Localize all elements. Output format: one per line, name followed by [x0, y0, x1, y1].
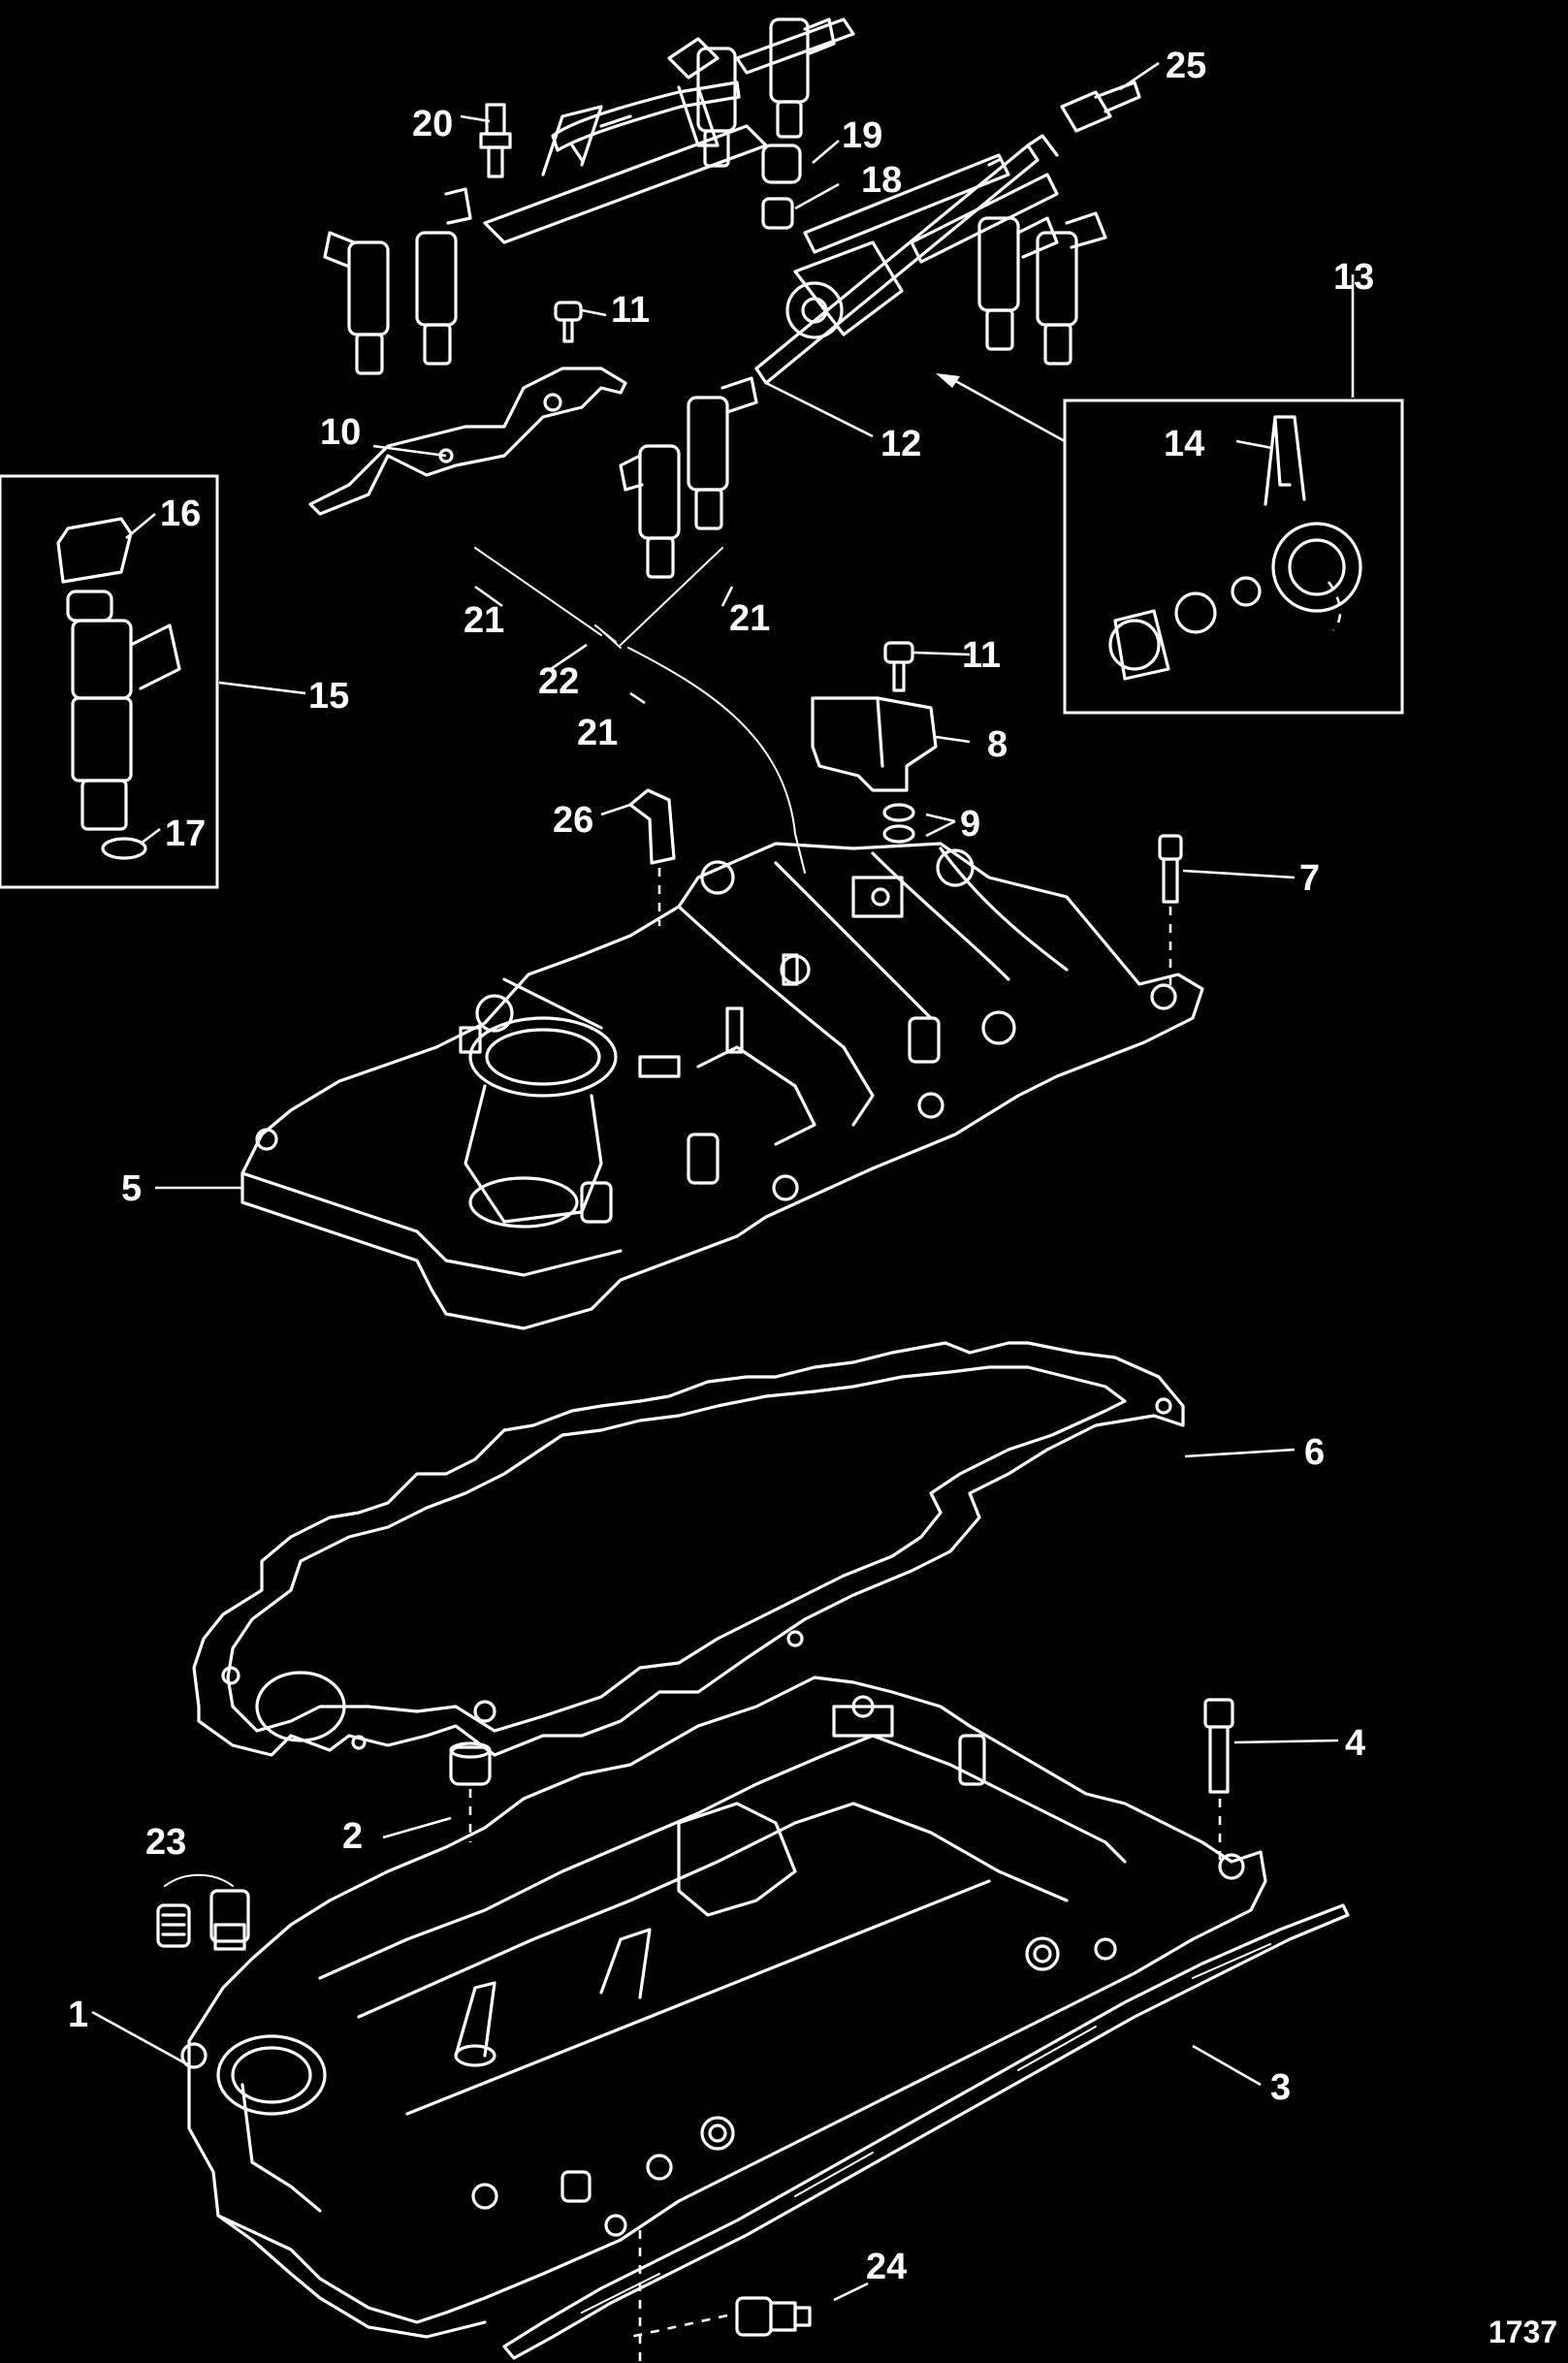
callout-25: 25: [1166, 46, 1206, 86]
leader-lines: [91, 61, 1355, 2302]
detail-box-13: [1063, 399, 1404, 715]
callout-23: 23: [145, 1822, 186, 1863]
rail-injector-top-1: [696, 47, 737, 168]
sensor-24-guide: [629, 2314, 728, 2339]
rail-injector-left-1: [323, 231, 390, 375]
callout-labels: 25 20 19 18 11 13 10 12 14 16 21 21 11 2…: [68, 46, 1557, 2349]
gasket-strip-3: [502, 1903, 1350, 2360]
rail-injector-front-2: [687, 376, 758, 530]
seal-9-upper: [882, 803, 915, 822]
callout-8: 8: [987, 724, 1008, 765]
callout-22: 22: [538, 661, 579, 702]
fittings-23: [156, 1873, 250, 1951]
callout-1: 1: [68, 1995, 88, 2035]
callout-20: 20: [412, 104, 453, 144]
seal-19: [761, 144, 802, 184]
rail-injector-left-2: [415, 187, 472, 366]
map-sensor-8: [811, 696, 938, 792]
callout-26: 26: [553, 800, 593, 841]
callout-24: 24: [866, 2247, 907, 2287]
screw-11-lower: [883, 641, 914, 692]
figure-number: 1737: [1488, 2315, 1557, 2349]
callout-4: 4: [1345, 1723, 1365, 1764]
callout-9: 9: [960, 804, 980, 845]
callout-17: 17: [165, 814, 206, 854]
callout-7: 7: [1299, 858, 1320, 899]
bolt-7: [1158, 834, 1183, 904]
callout-10: 10: [320, 412, 361, 453]
sensor-24: [735, 2296, 812, 2337]
rail-injector-right-1: [977, 216, 1059, 351]
seal-18: [761, 197, 794, 230]
fuel-rail-assembly: [323, 17, 1141, 579]
callout-13: 13: [1333, 257, 1374, 298]
callout-14: 14: [1164, 424, 1204, 464]
callout-18: 18: [861, 160, 902, 201]
callout-12: 12: [880, 424, 921, 464]
plug-2: [449, 1741, 492, 1786]
manifold-gasket-6: [192, 1341, 1185, 1757]
callout-11-lower: 11: [962, 635, 1001, 676]
harness-wires: [474, 547, 806, 874]
callout-11-upper: 11: [611, 290, 650, 331]
callout-6: 6: [1304, 1432, 1325, 1473]
bolt-4: [1203, 1698, 1234, 1794]
callout-21-left: 21: [464, 600, 504, 641]
rail-injector-front-1: [619, 444, 681, 579]
callout-2: 2: [342, 1816, 363, 1857]
callout-21-bottom: 21: [577, 713, 618, 753]
screw-11-upper: [554, 301, 583, 343]
rail-injector-right-2: [1036, 211, 1107, 366]
seal-9-lower: [882, 824, 915, 844]
lower-intake-manifold-1: [180, 1676, 1267, 2339]
callout-5: 5: [121, 1168, 142, 1209]
callout-3: 3: [1270, 2067, 1291, 2108]
callout-15: 15: [308, 676, 349, 717]
callout-16: 16: [160, 494, 201, 534]
stud-20: [479, 103, 512, 178]
callout-19: 19: [842, 115, 882, 156]
elbow-26: [628, 788, 676, 865]
rail-injector-top-2: [769, 17, 836, 139]
callout-21-right: 21: [729, 598, 770, 639]
upper-intake-manifold-5: [240, 842, 1204, 1330]
